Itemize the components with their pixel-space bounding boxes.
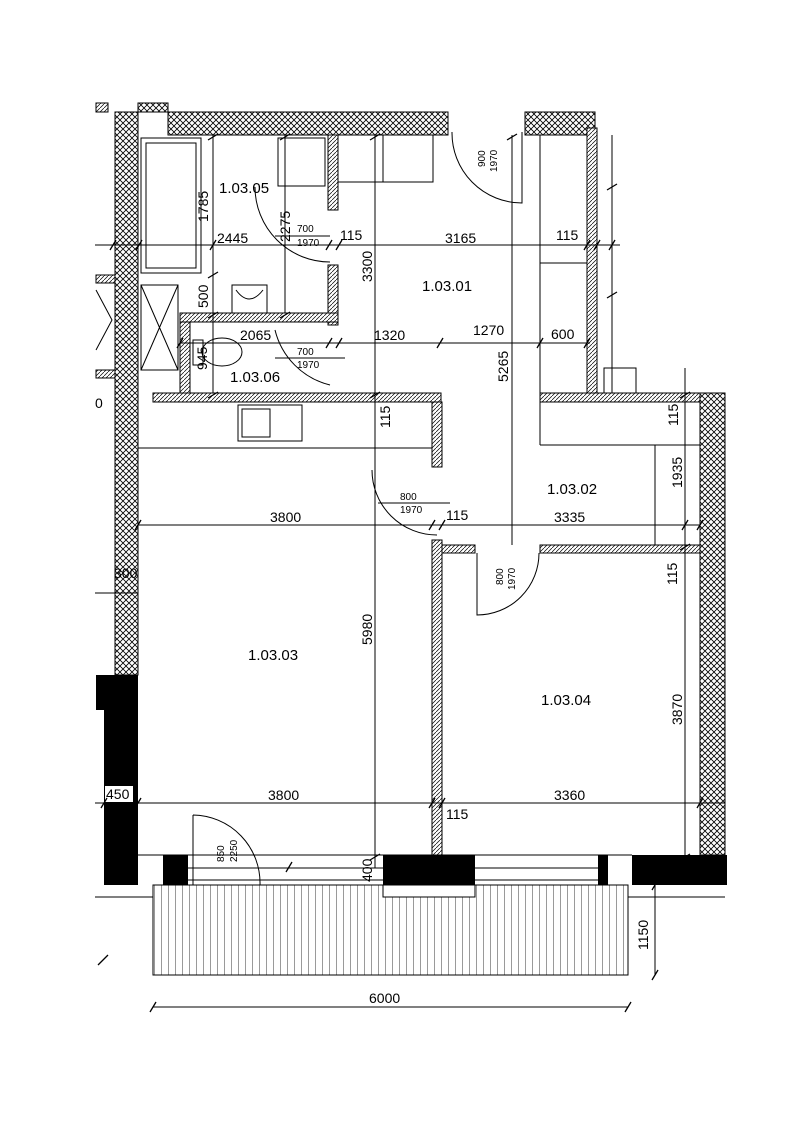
- door-swing-bathroom: [254, 186, 331, 263]
- door-labels: 700 1970 700 1970 900 1970 800 1970 800 …: [216, 149, 518, 862]
- door-swing-balcony: [192, 814, 261, 886]
- dimension-label: 115: [446, 806, 469, 822]
- room-label: 1.03.03: [248, 647, 298, 664]
- room-label: 1.03.06: [230, 369, 280, 386]
- dimension-label: 115: [340, 227, 363, 243]
- exterior-walls: [95, 102, 726, 856]
- washbasin: [231, 284, 268, 314]
- dimension-label: 2275: [277, 211, 293, 242]
- door-swing-room: [476, 552, 540, 616]
- dimension-label: 3360: [554, 787, 585, 803]
- toilet: [201, 337, 243, 367]
- room-label: 1.03.02: [547, 481, 597, 498]
- door-swing-wc: [274, 329, 331, 386]
- door-height: 1970: [507, 567, 518, 590]
- room-label: 1.03.05: [219, 180, 269, 197]
- dimension-lines: [95, 135, 725, 1008]
- door-height: 1970: [400, 505, 423, 516]
- dimension-label: 3870: [669, 694, 685, 725]
- door-height: 2250: [229, 839, 240, 862]
- door-width: 900: [477, 150, 488, 167]
- dimension-label: 115: [664, 562, 680, 585]
- dimension-label: 1320: [374, 327, 405, 343]
- dimension-label: 945: [194, 346, 210, 370]
- dimension-label: 400: [359, 858, 375, 882]
- door-width: 850: [216, 845, 227, 862]
- dimension-label: 5265: [495, 351, 511, 382]
- door-width: 700: [297, 347, 314, 358]
- dimension-label: 115: [665, 403, 681, 426]
- dimension-label: 450: [106, 786, 130, 802]
- dimension-label: 1150: [635, 920, 651, 950]
- dimension-label: 3300: [359, 251, 375, 282]
- dimension-ticks: [97, 133, 704, 1013]
- dimension-label: 115: [556, 227, 579, 243]
- dimension-label: 600: [551, 326, 575, 342]
- room-label: 1.03.04: [541, 692, 591, 709]
- interior-walls: [95, 127, 701, 856]
- dimension-labels: 1785 2445 2275 115 3165 115 3300 500 206…: [95, 191, 685, 1006]
- washing-machine: [277, 137, 326, 187]
- room-label: 1.03.01: [422, 278, 472, 295]
- dimension-label: 2445: [217, 230, 248, 246]
- fixtures: [95, 134, 700, 545]
- dimension-label: 300: [114, 565, 138, 581]
- dimension-label: 3800: [268, 787, 299, 803]
- dimension-label: 2065: [240, 327, 271, 343]
- door-height: 1970: [489, 149, 500, 172]
- dimension-label: 3165: [445, 230, 476, 246]
- dimension-label: 500: [195, 284, 211, 308]
- dimension-label: 1935: [669, 457, 685, 488]
- kitchen-sink: [237, 404, 303, 442]
- balcony-decking: [152, 884, 629, 976]
- dimension-label: 1785: [195, 191, 211, 222]
- dimension-label: 115: [377, 405, 393, 428]
- dimension-label: 0: [95, 395, 103, 411]
- dimension-label: 5980: [359, 614, 375, 645]
- dimension-label: 3335: [554, 509, 585, 525]
- door-width: 700: [297, 224, 314, 235]
- dimension-label: 3800: [270, 509, 301, 525]
- bathtub: [140, 137, 202, 274]
- dimension-label: 115: [446, 507, 469, 523]
- door-width: 800: [400, 492, 417, 503]
- dimension-label: 6000: [369, 990, 400, 1006]
- structural-walls: [95, 675, 727, 898]
- dimension-label: 1270: [473, 322, 504, 338]
- door-height: 1970: [297, 238, 320, 249]
- wardrobe: [337, 134, 434, 183]
- door-width: 800: [495, 568, 506, 585]
- room-labels: 1.03.05 1.03.01 1.03.06 1.03.02 1.03.03 …: [219, 180, 597, 709]
- doors: [192, 131, 540, 886]
- door-swing-kitchen: [371, 469, 438, 536]
- door-swing-entrance: [451, 131, 523, 204]
- door-height: 1970: [297, 360, 320, 371]
